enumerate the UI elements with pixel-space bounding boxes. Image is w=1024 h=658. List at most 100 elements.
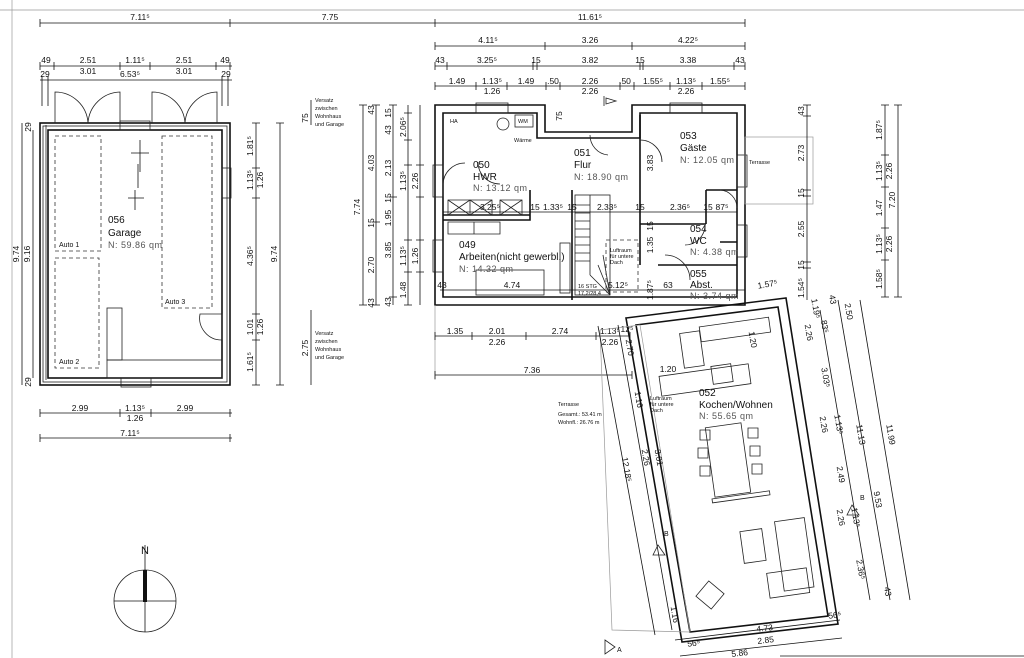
dimension-label: 2.55	[796, 220, 806, 237]
dimension-label: 1.87⁵	[874, 120, 884, 140]
parking-space-auto-1	[54, 135, 102, 252]
dimension-label: 2.33⁵	[597, 202, 617, 212]
section-marker-icon	[603, 96, 618, 106]
room-label-wc: 054 WC N: 4.38 qm	[690, 224, 739, 257]
room-name: HWR	[473, 172, 497, 183]
room-area: N: 12.05 qm	[680, 155, 735, 165]
dimension-label: 49	[41, 55, 51, 65]
parking-spaces: Auto 1 Auto 2 Auto 3	[54, 135, 223, 379]
kitchen-island	[658, 363, 752, 397]
terrace-outline	[744, 136, 814, 205]
sofa	[766, 517, 815, 599]
dimension-label: 1.35	[447, 326, 464, 336]
dimension-label: 2.51	[176, 55, 193, 65]
dimension-label: 43	[366, 105, 376, 115]
garage-dimensions-top: 49 2.51 1.11⁵ 2.51 49 3.01 6.53⁵ 3.01 29…	[39, 55, 232, 106]
dimension-label: 29	[23, 377, 33, 387]
note-text: Versatz	[315, 98, 334, 104]
room-name: WC	[690, 236, 707, 247]
dimension-label: 11.61⁵	[578, 12, 602, 22]
room-number: 051	[574, 148, 591, 159]
offset-note-bottom: 2.75 Versatz zwischen Wohnhaus und Garag…	[300, 310, 344, 385]
room-name: Arbeiten(nicht gewerbl.)	[459, 252, 565, 263]
stair-label: 17,2/28,4	[578, 291, 601, 297]
room-label-arbeiten: 049 Arbeiten(nicht gewerbl.) N: 14.32 qm	[459, 240, 565, 274]
dimension-label: 1.13⁵	[832, 414, 845, 436]
parking-label: Auto 2	[59, 359, 79, 366]
dimension-label: 1.26	[127, 413, 144, 423]
room-name: Abst.	[690, 280, 713, 291]
dimension-label: 9.53	[872, 490, 885, 508]
dimension-label: 43	[383, 125, 393, 135]
dimension-label: 1.87⁵	[645, 280, 655, 300]
dimension-label: 1.20	[660, 364, 677, 374]
dimension-label: 43	[383, 297, 393, 307]
note-text: Wohnhaus	[315, 347, 341, 353]
dimension-label: 2.99	[177, 403, 194, 413]
dimension-label: 29	[40, 69, 50, 79]
dimension-label: 29	[221, 69, 231, 79]
dimension-label: 1.47	[874, 199, 884, 216]
stair-label: 16 STG	[578, 284, 597, 290]
boiler-icon	[496, 117, 510, 131]
dimension-label: 15	[530, 202, 540, 212]
room-name: Garage	[108, 228, 142, 239]
room-number: 053	[680, 131, 697, 142]
dimension-label: 2.26	[602, 337, 619, 347]
dimension-label: 2.99	[72, 403, 89, 413]
dimension-label: 1.54⁵	[796, 278, 806, 298]
washing-machine	[514, 114, 534, 128]
fixture-label: Wärme	[514, 138, 532, 144]
dimension-label: 63	[663, 280, 673, 290]
room-name: Gäste	[680, 143, 707, 154]
section-label: B	[860, 495, 865, 502]
dimension-label: 56⁵	[687, 637, 701, 649]
dimension-label: 1.26	[484, 86, 501, 96]
void-area	[605, 239, 639, 293]
dining-chairs	[697, 427, 763, 477]
dimension-label: 29	[23, 122, 33, 132]
room-label-flur: 051 Flur N: 18.90 qm	[574, 148, 628, 182]
dimension-label: 15	[703, 202, 713, 212]
dimension-label: 7.36	[524, 365, 541, 375]
dimension-label: 2.26	[818, 415, 831, 433]
dimension-label: 2.70	[624, 338, 637, 356]
dimension-label: 3.83	[645, 154, 655, 171]
note-text: Luftraum	[650, 396, 672, 402]
dimension-label: 5.12⁵	[608, 280, 628, 290]
dimension-label: 1.13⁵	[849, 507, 862, 529]
dimension-label: 4.73	[756, 622, 774, 634]
dimension-label: 2.26	[582, 76, 599, 86]
note-text: und Garage	[315, 122, 344, 128]
dimension-label: 1.13⁵	[245, 170, 255, 190]
house-dimensions-bottom: 1.35 2.01 2.26 2.74 1.13⁵ 2.26 12⁵ 2.70 …	[434, 305, 637, 380]
dimension-label: 4.36⁵	[245, 246, 255, 266]
dimension-label: 15	[796, 188, 806, 198]
dimension-label: 43	[437, 280, 447, 290]
room-label-hwr: 050 HWR N: 13.12 qm	[473, 160, 527, 193]
room-area: N: 14.32 qm	[459, 264, 514, 274]
dimension-label: 15	[567, 202, 577, 212]
dimension-label: 43	[882, 586, 894, 597]
north-label: N	[141, 545, 149, 557]
dimension-label: 2.26	[640, 448, 653, 466]
dimension-label: 1.11⁵	[125, 55, 144, 65]
section-markers: B B A	[604, 495, 865, 655]
room-number: 049	[459, 240, 476, 251]
cooktop-icon	[710, 363, 734, 385]
dimension-label: 1.16	[669, 605, 682, 623]
dimension-label: 2.75	[300, 339, 310, 356]
dimension-label: 1.13⁵	[600, 326, 620, 336]
dimension-label: 3.38	[680, 55, 697, 65]
dimension-label: 1.49	[518, 76, 535, 86]
dimension-label: 1.35	[645, 236, 655, 253]
section-label: A	[617, 647, 622, 654]
section-b-marker-icon	[846, 504, 860, 516]
dimension-label: 1.16	[633, 390, 646, 408]
dimension-label: 2.06⁵	[398, 117, 408, 137]
dimension-label: 2.26	[582, 86, 599, 96]
terrace-area: Gesamt.: 53.41 m	[558, 412, 602, 418]
dimension-label: 43	[735, 55, 745, 65]
dimension-label: 1.48	[398, 281, 408, 298]
